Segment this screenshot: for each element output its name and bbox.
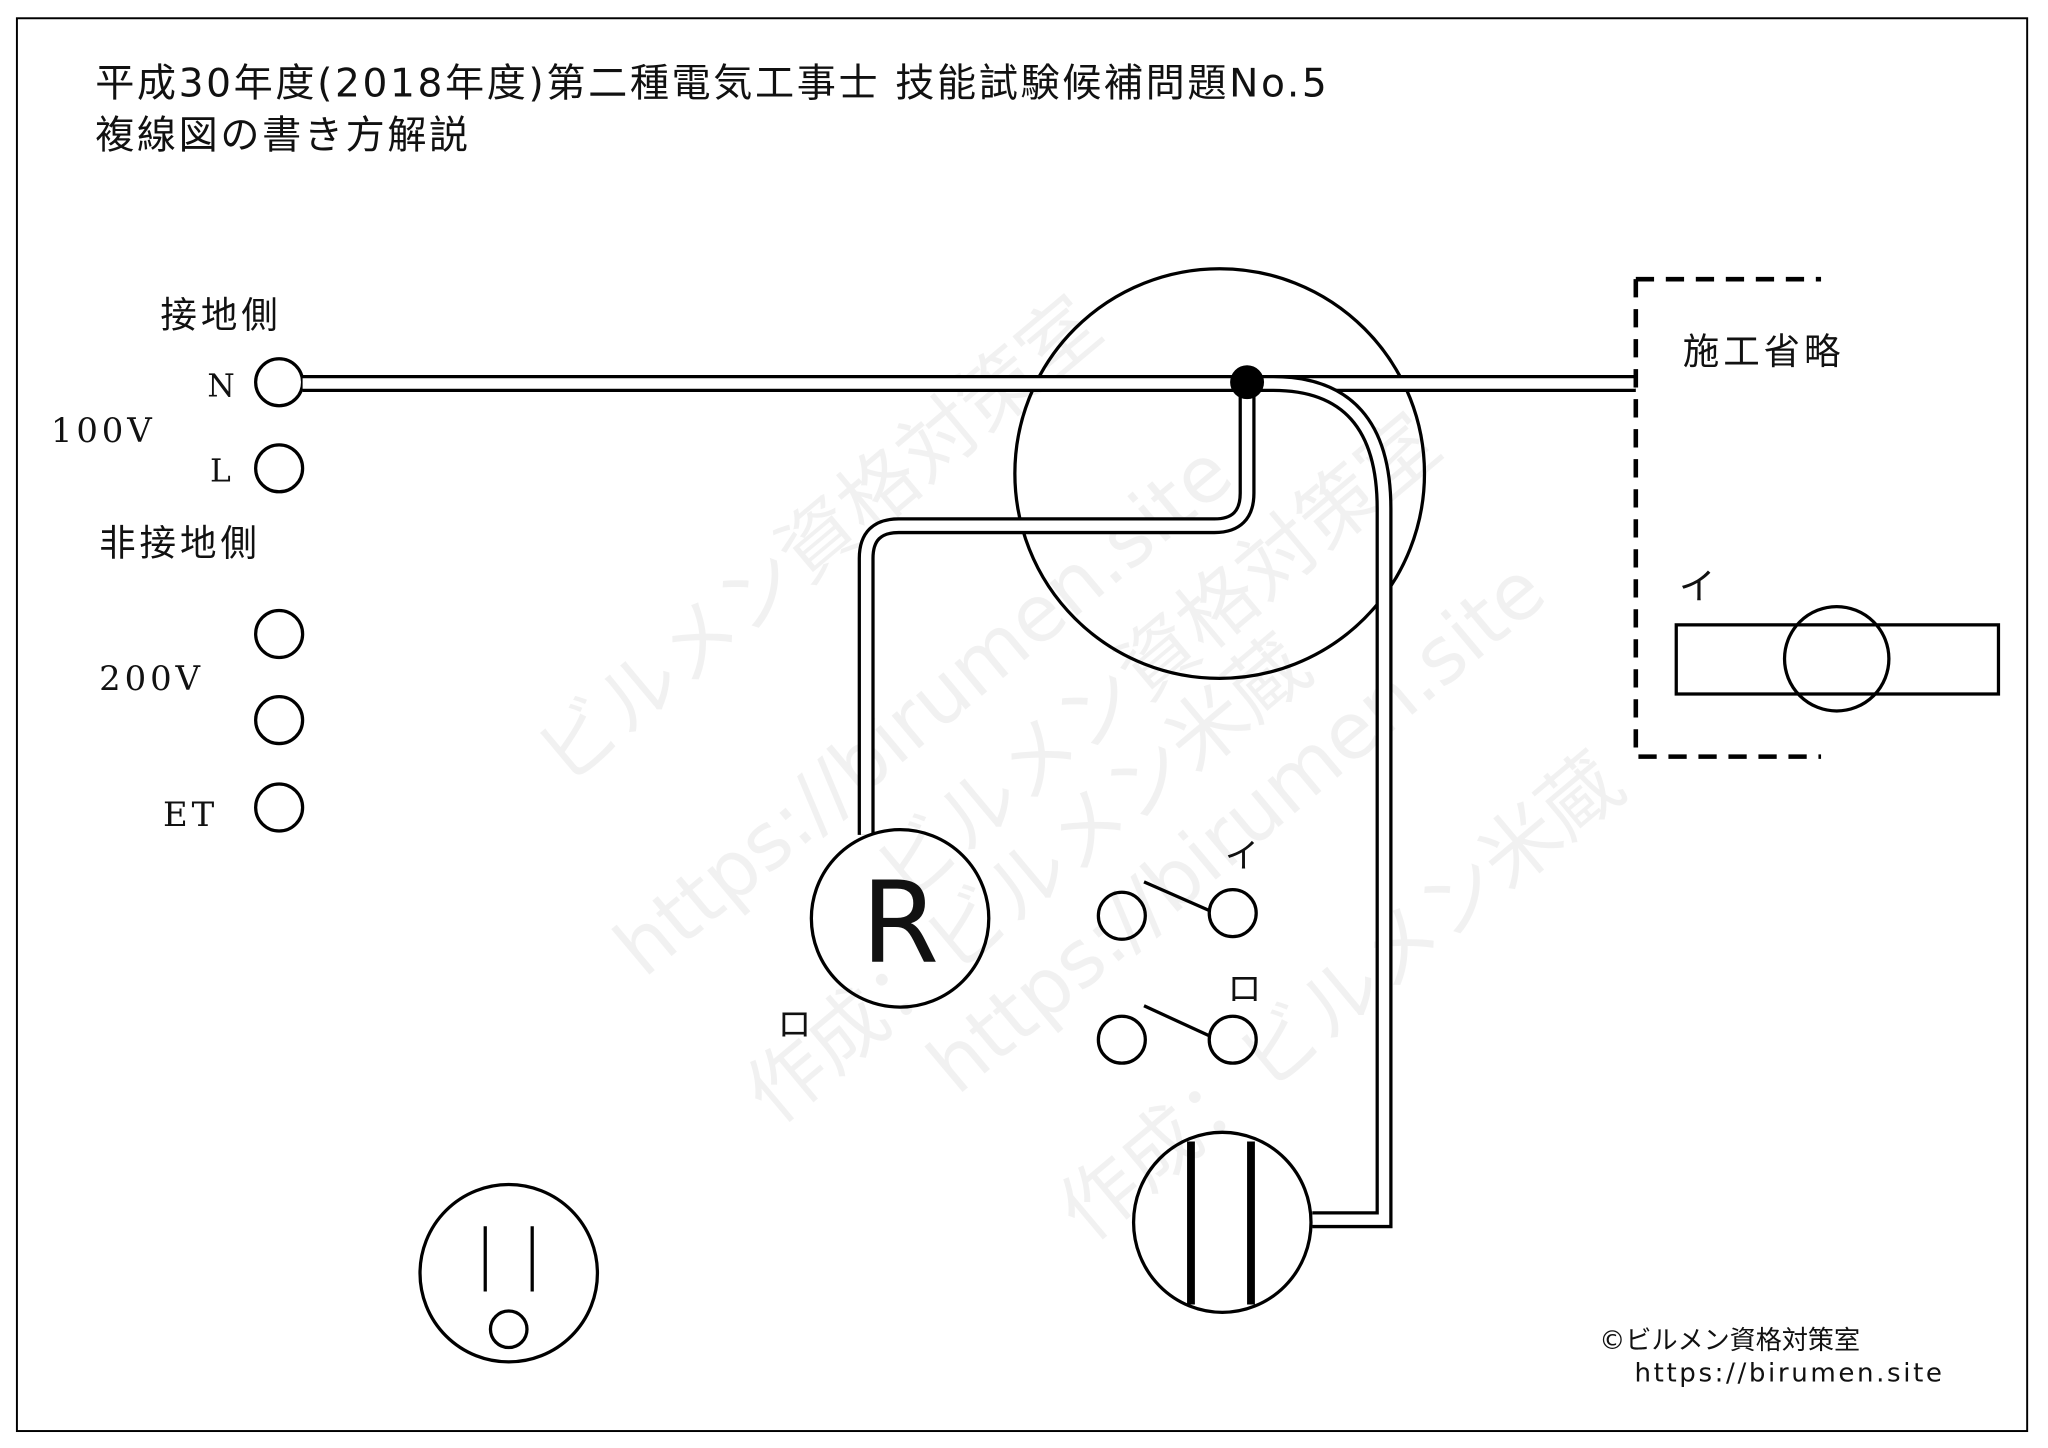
page-title: 平成30年度(2018年度)第二種電気工事士 技能試験候補問題No.5 — [95, 62, 1329, 107]
receptacle-label: ロ — [777, 1005, 811, 1044]
switch-i — [1096, 880, 1258, 941]
switch-ro — [1096, 1004, 1258, 1065]
terminal-l — [254, 443, 305, 494]
lamp-icon — [1782, 604, 1891, 713]
earth-terminal — [488, 1309, 529, 1350]
voltage-100v-label: 100V — [51, 411, 156, 450]
omitted-label: 施工省略 — [1683, 330, 1845, 373]
ungrounded-side-label: 非接地側 — [99, 522, 261, 565]
wire-to-outlet — [1247, 375, 1393, 1229]
copyright-text: ©ビルメン資格対策室 — [1599, 1326, 1860, 1356]
terminal-200v-1 — [254, 608, 305, 660]
switch-ro-label: ロ — [1228, 970, 1262, 1009]
connection-dot — [1230, 365, 1265, 400]
lamp-label: イ — [1679, 565, 1716, 608]
junction-box — [1013, 267, 1427, 680]
site-url: https://birumen.site — [1635, 1358, 1945, 1388]
switch-i-label: イ — [1225, 836, 1259, 875]
frame-border — [15, 17, 2029, 1433]
receptacle-r-letter: R — [861, 858, 939, 988]
terminal-n-label: N — [207, 369, 234, 405]
wall-receptacle — [418, 1182, 600, 1364]
terminal-et-label: ET — [163, 795, 218, 834]
terminal-l-label: L — [210, 453, 231, 489]
terminal-200v-2 — [254, 694, 305, 746]
grounded-side-label: 接地側 — [160, 293, 281, 336]
page-subtitle: 複線図の書き方解説 — [95, 114, 471, 159]
outlet-symbol — [1131, 1130, 1313, 1314]
receptacle-r-symbol — [809, 828, 991, 1009]
wire-to-receptacle — [857, 383, 1256, 835]
lamp-fixture — [1674, 623, 2001, 696]
voltage-200v-label: 200V — [99, 659, 204, 698]
omitted-area-box — [1633, 276, 1822, 759]
terminal-et — [254, 782, 305, 833]
